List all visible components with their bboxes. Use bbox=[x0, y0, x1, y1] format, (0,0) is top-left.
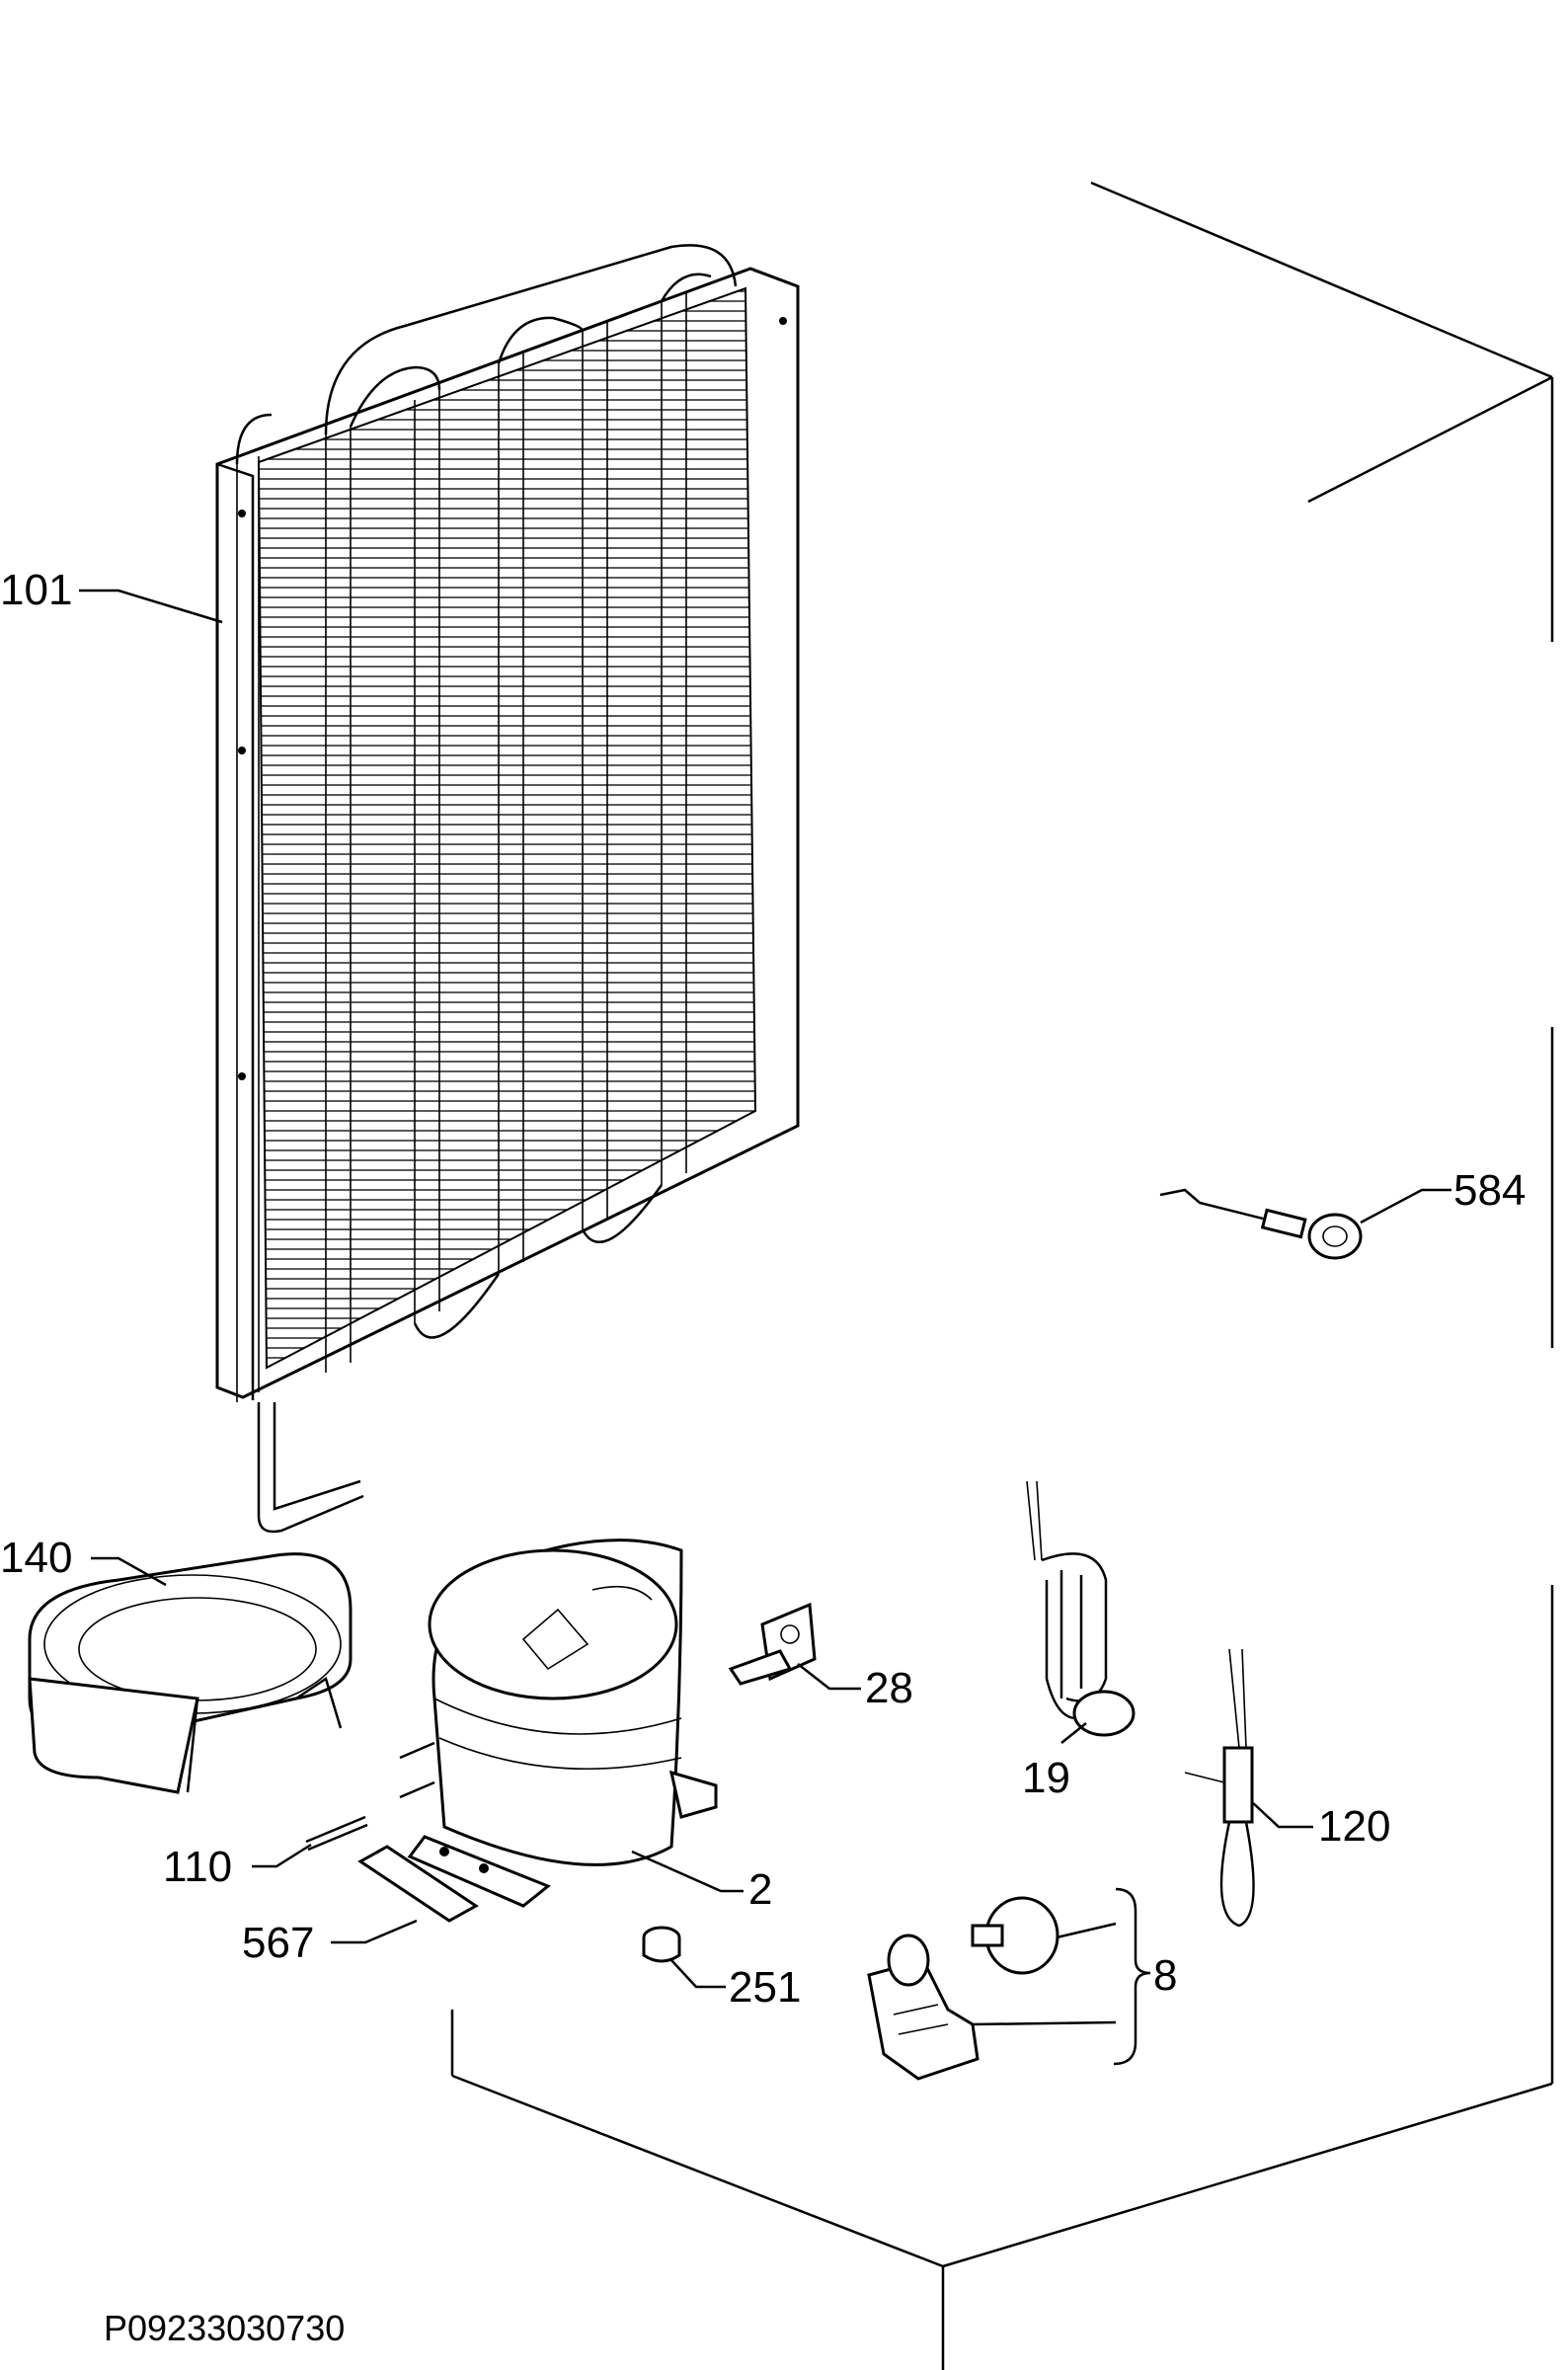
relay-bracket bbox=[728, 1602, 817, 1686]
callout-2: 2 bbox=[748, 1865, 772, 1914]
heater-coil bbox=[1026, 1480, 1136, 1737]
callout-251: 251 bbox=[729, 1963, 801, 2012]
callout-110: 110 bbox=[163, 1843, 232, 1891]
compressor bbox=[407, 1539, 718, 1908]
sensor-probe bbox=[1184, 1648, 1255, 1928]
service-tubes bbox=[305, 1741, 435, 1852]
leader-lines bbox=[79, 589, 1451, 2066]
callout-28: 28 bbox=[865, 1664, 913, 1712]
starter-relay bbox=[867, 1896, 1059, 2081]
mounting-plate bbox=[357, 1845, 479, 1923]
callout-584: 584 bbox=[1453, 1166, 1526, 1215]
drip-tray bbox=[28, 1552, 353, 1794]
cable-gland bbox=[1159, 1188, 1363, 1260]
callout-567: 567 bbox=[242, 1919, 314, 1967]
drawing-code: P09233030730 bbox=[104, 2308, 345, 2348]
callout-8: 8 bbox=[1153, 1951, 1177, 2000]
cabinet-outline bbox=[450, 181, 1554, 2370]
callout-120: 120 bbox=[1318, 1802, 1390, 1851]
callout-101: 101 bbox=[0, 566, 72, 614]
condenser bbox=[215, 244, 800, 1534]
callout-19: 19 bbox=[1022, 1754, 1070, 1802]
grommet bbox=[642, 1926, 681, 1963]
callout-140: 140 bbox=[0, 1534, 72, 1582]
